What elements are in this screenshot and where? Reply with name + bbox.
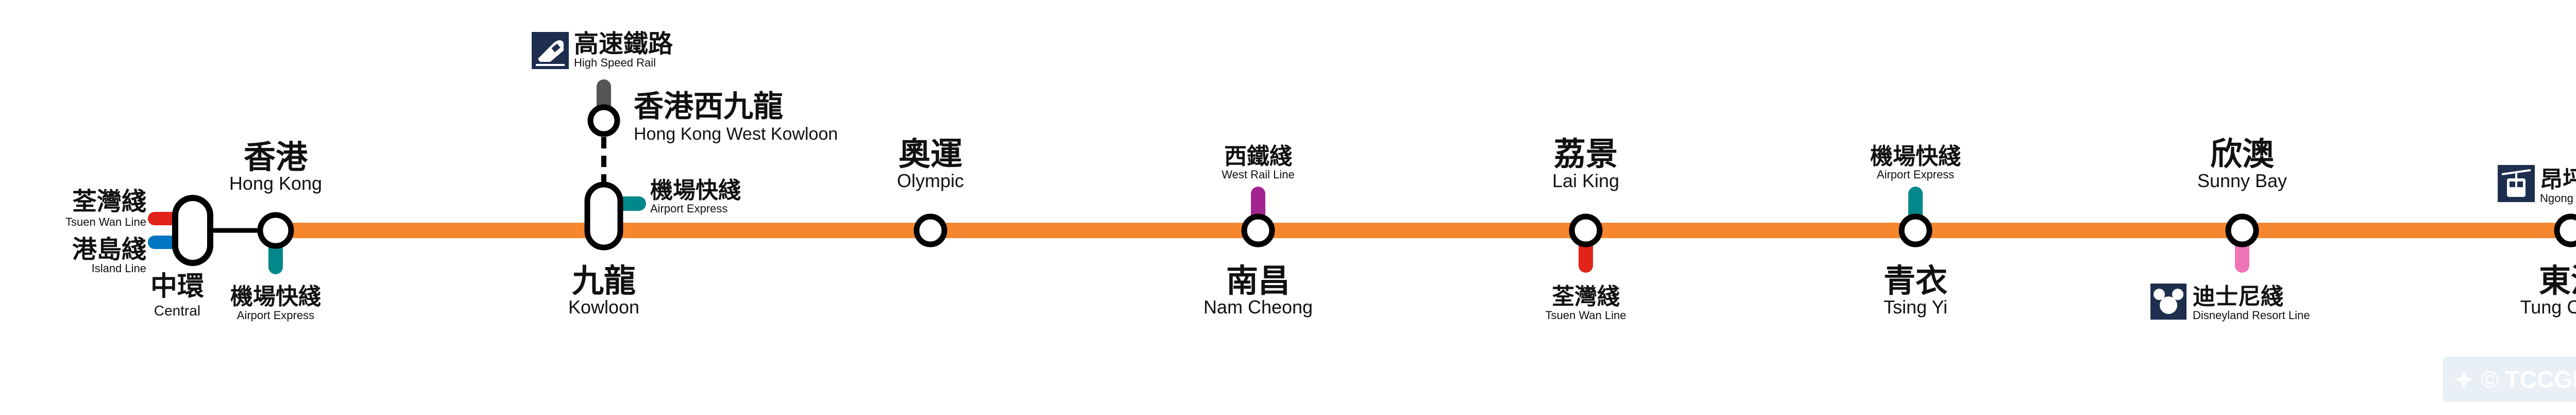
hong-kong-label-en: Hong Kong bbox=[229, 173, 322, 194]
lai-king-label-zh: 荔景 bbox=[1554, 135, 1618, 173]
high-speed-rail-badge bbox=[532, 32, 569, 69]
olympic-label-zh: 奧運 bbox=[899, 135, 962, 173]
ngong-ping-360-zh: 昂坪360 bbox=[2540, 167, 2576, 193]
tung-chung-station-marker[interactable] bbox=[2554, 213, 2576, 247]
airport-express-kowloon-zh: 機場快綫 bbox=[650, 177, 741, 204]
airport-express-tsing-yi-zh: 機場快綫 bbox=[1870, 143, 1961, 170]
mickey-head-icon bbox=[2154, 289, 2183, 314]
disneyland-badge bbox=[2150, 284, 2187, 320]
hong-kong-label-zh: 香港 bbox=[244, 138, 308, 176]
disneyland-resort-line-en: Disneyland Resort Line bbox=[2193, 309, 2310, 322]
watermark-text: © TCCGPlayz bbox=[2481, 366, 2576, 393]
island-line-central-zh: 港島綫 bbox=[72, 235, 146, 264]
tsuen-wan-line-central-zh: 荃灣綫 bbox=[72, 187, 146, 216]
kowloon-label-en: Kowloon bbox=[568, 296, 639, 318]
nam-cheong-label-zh: 南昌 bbox=[1226, 262, 1290, 300]
central-label-en: Central bbox=[154, 303, 200, 319]
disneyland-resort-line-zh: 迪士尼綫 bbox=[2193, 284, 2283, 310]
tung-chung-label-en: Tung Chung bbox=[2520, 296, 2576, 318]
hong-kong-west-kowloon-label-en: Hong Kong West Kowloon bbox=[634, 124, 838, 144]
tung-chung-label-zh: 東涌 bbox=[2539, 262, 2576, 300]
sparkle-icon bbox=[2454, 370, 2473, 389]
kowloon-label-zh: 九龍 bbox=[572, 262, 636, 300]
lai-king-label-en: Lai King bbox=[1552, 170, 1619, 191]
olympic-label-en: Olympic bbox=[897, 170, 964, 191]
nam-cheong-label-en: Nam Cheong bbox=[1204, 296, 1313, 318]
ngong-ping-360-badge bbox=[2498, 165, 2535, 202]
sunny-bay-label-en: Sunny Bay bbox=[2197, 170, 2287, 191]
cable-car-icon bbox=[2501, 169, 2531, 197]
ngong-ping-360-en: Ngong Ping 360 bbox=[2540, 192, 2576, 205]
hong-kong-west-kowloon-station-marker[interactable] bbox=[587, 104, 620, 137]
airport-express-kowloon-en: Airport Express bbox=[650, 202, 727, 215]
hong-kong-station-marker[interactable] bbox=[257, 212, 294, 249]
olympic-station-marker[interactable] bbox=[913, 213, 947, 247]
tsuen-wan-line-central-en: Tsuen Wan Line bbox=[65, 215, 146, 228]
sunny-bay-station-marker[interactable] bbox=[2225, 213, 2259, 247]
airport-express-hong-kong-zh: 機場快綫 bbox=[230, 284, 321, 310]
island-line-central-en: Island Line bbox=[92, 262, 146, 275]
sunny-bay-label-zh: 欣澳 bbox=[2210, 135, 2275, 173]
airport-express-tsing-yi-en: Airport Express bbox=[1877, 168, 1954, 181]
tsing-yi-label-en: Tsing Yi bbox=[1884, 296, 1947, 318]
hong-kong-west-kowloon-label-zh: 香港西九龍 bbox=[634, 89, 783, 124]
watermark: © TCCGPlayz bbox=[2443, 357, 2576, 402]
west-rail-line-zh: 西鐵綫 bbox=[1224, 143, 1292, 170]
kowloon-station-marker[interactable] bbox=[584, 181, 623, 251]
high-speed-rail-en: High Speed Rail bbox=[574, 56, 656, 69]
high-speed-rail-zh: 高速鐵路 bbox=[574, 29, 673, 58]
central-label-zh: 中環 bbox=[150, 271, 204, 302]
tsing-yi-label-zh: 青衣 bbox=[1884, 262, 1947, 300]
central-station-marker[interactable] bbox=[172, 195, 213, 266]
tsing-yi-station-marker[interactable] bbox=[1899, 213, 1933, 247]
lai-king-station-marker[interactable] bbox=[1569, 213, 1603, 247]
tsuen-wan-line-lai-king-zh: 荃灣綫 bbox=[1552, 284, 1620, 310]
nam-cheong-station-marker[interactable] bbox=[1241, 213, 1275, 247]
airport-express-hong-kong-en: Airport Express bbox=[237, 309, 314, 322]
west-rail-line-en: West Rail Line bbox=[1222, 168, 1294, 181]
tsuen-wan-line-lai-king-en: Tsuen Wan Line bbox=[1546, 309, 1626, 322]
